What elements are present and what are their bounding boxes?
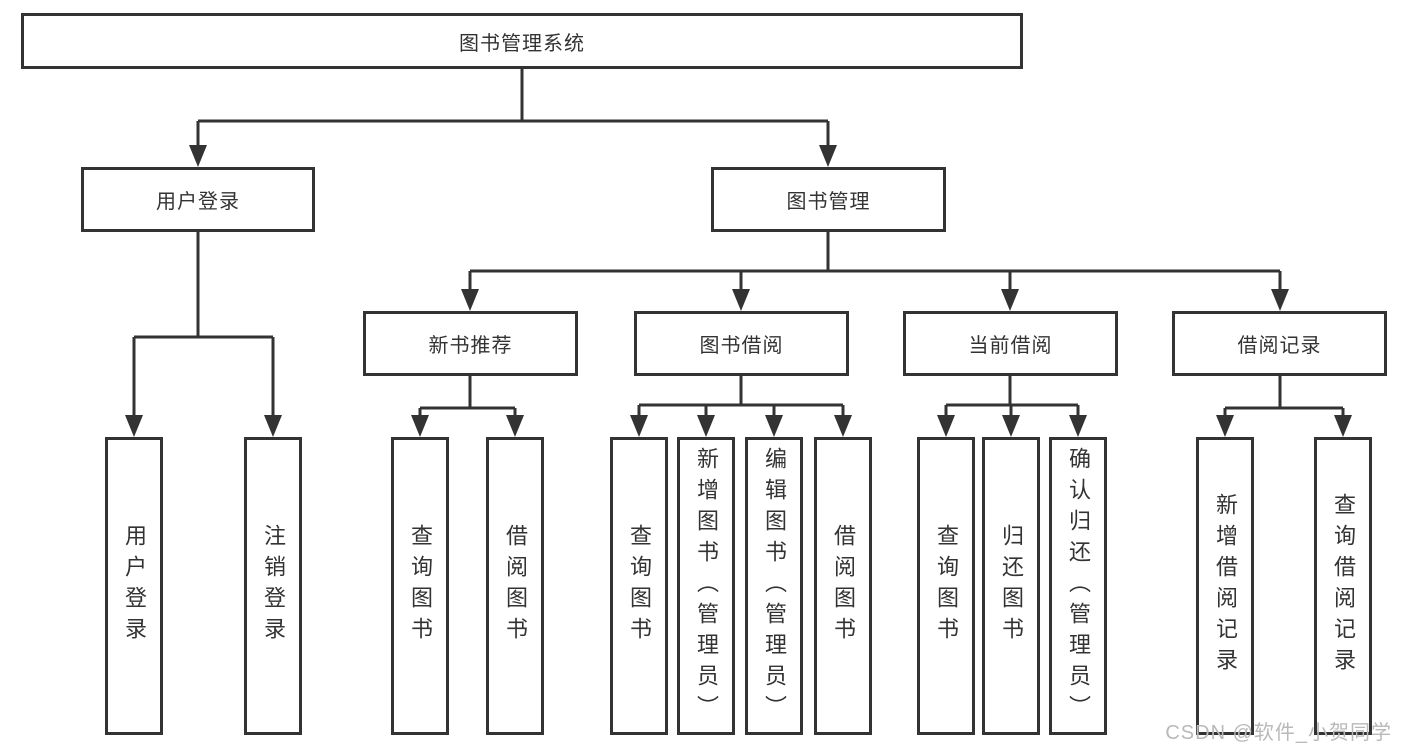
node-library-management-system: 图书管理系统 <box>21 13 1023 69</box>
leaf-label: 归还图书 <box>999 524 1024 648</box>
connector-current-to-leaves <box>944 376 1080 417</box>
arrowhead <box>1334 415 1352 437</box>
leaf-search-books: 查询图书 <box>391 437 449 735</box>
leaf-label: 查询借阅记录 <box>1331 493 1356 679</box>
arrowheads <box>125 145 1352 437</box>
arrowhead <box>834 415 852 437</box>
node-borrowing-records: 借阅记录 <box>1172 311 1387 376</box>
arrowhead <box>189 145 207 167</box>
csdn-watermark: CSDN @软件_小贺同学 <box>1165 722 1392 744</box>
arrowhead <box>1002 415 1020 437</box>
node-label: 用户登录 <box>156 191 240 213</box>
leaf-confirm-return-admin: 确认归还（管理员） <box>1049 437 1107 735</box>
arrowhead <box>1069 415 1087 437</box>
leaf-label: 新增图书（管理员） <box>694 446 719 726</box>
node-book-borrowing: 图书借阅 <box>634 311 849 376</box>
arrowhead <box>630 415 648 437</box>
leaf-search-books: 查询图书 <box>610 437 668 735</box>
arrowhead <box>732 289 750 311</box>
leaf-return-books: 归还图书 <box>982 437 1040 735</box>
leaf-borrow-books: 借阅图书 <box>486 437 544 735</box>
leaf-search-borrow-record: 查询借阅记录 <box>1314 437 1372 735</box>
arrowhead <box>697 415 715 437</box>
arrowhead <box>411 415 429 437</box>
arrowhead <box>765 415 783 437</box>
leaf-label: 编辑图书（管理员） <box>762 446 787 726</box>
connector-user-login-to-leaves <box>132 232 275 417</box>
leaf-logout: 注销登录 <box>244 437 302 735</box>
leaf-label: 确认归还（管理员） <box>1066 446 1091 726</box>
connector-records-to-leaves <box>1223 376 1345 417</box>
leaf-add-books-admin: 新增图书（管理员） <box>677 437 735 735</box>
node-label: 新书推荐 <box>428 335 513 357</box>
node-current-borrowing: 当前借阅 <box>903 311 1118 376</box>
node-user-login: 用户登录 <box>81 167 315 232</box>
arrowhead <box>125 415 143 437</box>
connector-root-to-level2 <box>196 69 830 147</box>
leaf-label: 查询图书 <box>934 524 959 648</box>
arrowhead <box>1271 289 1289 311</box>
arrowhead <box>461 289 479 311</box>
node-label: 借阅记录 <box>1237 335 1322 357</box>
node-new-book-recommendation: 新书推荐 <box>363 311 578 376</box>
leaf-label: 借阅图书 <box>831 524 856 648</box>
connector-book-management-to-level3 <box>468 232 1282 291</box>
leaf-label: 用户登录 <box>122 524 147 648</box>
arrowhead <box>1216 415 1234 437</box>
node-label: 图书管理 <box>786 191 871 213</box>
arrowhead <box>264 415 282 437</box>
leaf-label: 注销登录 <box>261 524 286 648</box>
node-label: 图书借阅 <box>699 335 784 357</box>
leaf-search-books: 查询图书 <box>917 437 975 735</box>
leaf-add-borrow-record: 新增借阅记录 <box>1196 437 1254 735</box>
connector-borrow-to-leaves <box>637 376 845 417</box>
leaf-edit-books-admin: 编辑图书（管理员） <box>745 437 803 735</box>
leaf-label: 查询图书 <box>408 524 433 648</box>
leaf-borrow-books: 借阅图书 <box>814 437 872 735</box>
leaf-label: 新增借阅记录 <box>1213 493 1238 679</box>
connector-new-book-to-leaves <box>418 376 517 417</box>
arrowhead <box>819 145 837 167</box>
arrowhead <box>506 415 524 437</box>
leaf-label: 借阅图书 <box>503 524 528 648</box>
node-label: 当前借阅 <box>968 335 1053 357</box>
arrowhead <box>1001 289 1019 311</box>
leaf-user-login: 用户登录 <box>105 437 163 735</box>
node-book-management: 图书管理 <box>711 167 946 232</box>
node-label: 图书管理系统 <box>459 32 585 55</box>
arrowhead <box>937 415 955 437</box>
leaf-label: 查询图书 <box>627 524 652 648</box>
